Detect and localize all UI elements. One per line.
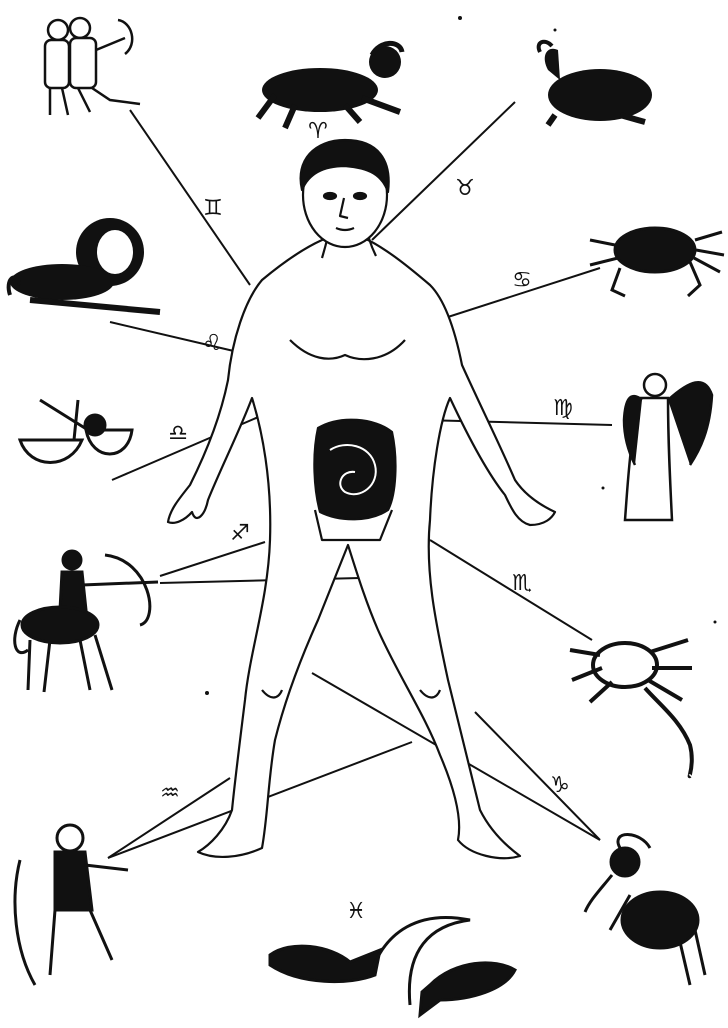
aries-glyph: ♈ xyxy=(308,119,328,144)
leo-glyph: ♌ xyxy=(202,331,222,356)
taurus-glyph: ♉ xyxy=(455,176,475,201)
pisces-glyph: ♓ xyxy=(346,899,366,924)
water-bearer-icon xyxy=(15,825,128,985)
virgo-glyph: ♍ xyxy=(553,396,573,421)
scales-icon xyxy=(20,400,132,463)
body-outline xyxy=(168,237,555,858)
scorpio-glyph: ♏ xyxy=(512,571,532,596)
capricorn-glyph: ♑ xyxy=(550,773,570,798)
line-libra xyxy=(112,412,270,480)
crab-icon xyxy=(590,228,724,296)
libra-glyph: ♎ xyxy=(168,421,188,446)
gemini-glyph: ♊ xyxy=(203,196,223,221)
cancer-glyph: ♋ xyxy=(512,268,532,293)
line-taurus xyxy=(372,102,515,240)
left-eye xyxy=(324,193,336,199)
abdomen-cavity xyxy=(314,420,395,520)
line-gemini xyxy=(130,110,250,285)
human-figure xyxy=(168,140,555,858)
line-capricorn-b xyxy=(475,712,600,840)
sagittarius-glyph: ♐ xyxy=(230,521,250,546)
lion-icon xyxy=(9,218,160,312)
line-scorpio xyxy=(430,540,592,640)
line-virgo xyxy=(422,420,612,425)
line-sagittarius-a xyxy=(160,542,265,576)
twins-icon xyxy=(45,18,140,115)
goat-icon xyxy=(585,835,705,986)
bull-icon xyxy=(539,42,652,125)
maiden-icon xyxy=(624,374,712,520)
fishes-icon xyxy=(270,917,515,1015)
archer-icon xyxy=(15,551,158,692)
scorpion-icon xyxy=(570,640,692,776)
aquarius-glyph: ♒ xyxy=(160,781,180,806)
right-eye xyxy=(354,193,366,199)
ram-icon xyxy=(258,43,402,128)
